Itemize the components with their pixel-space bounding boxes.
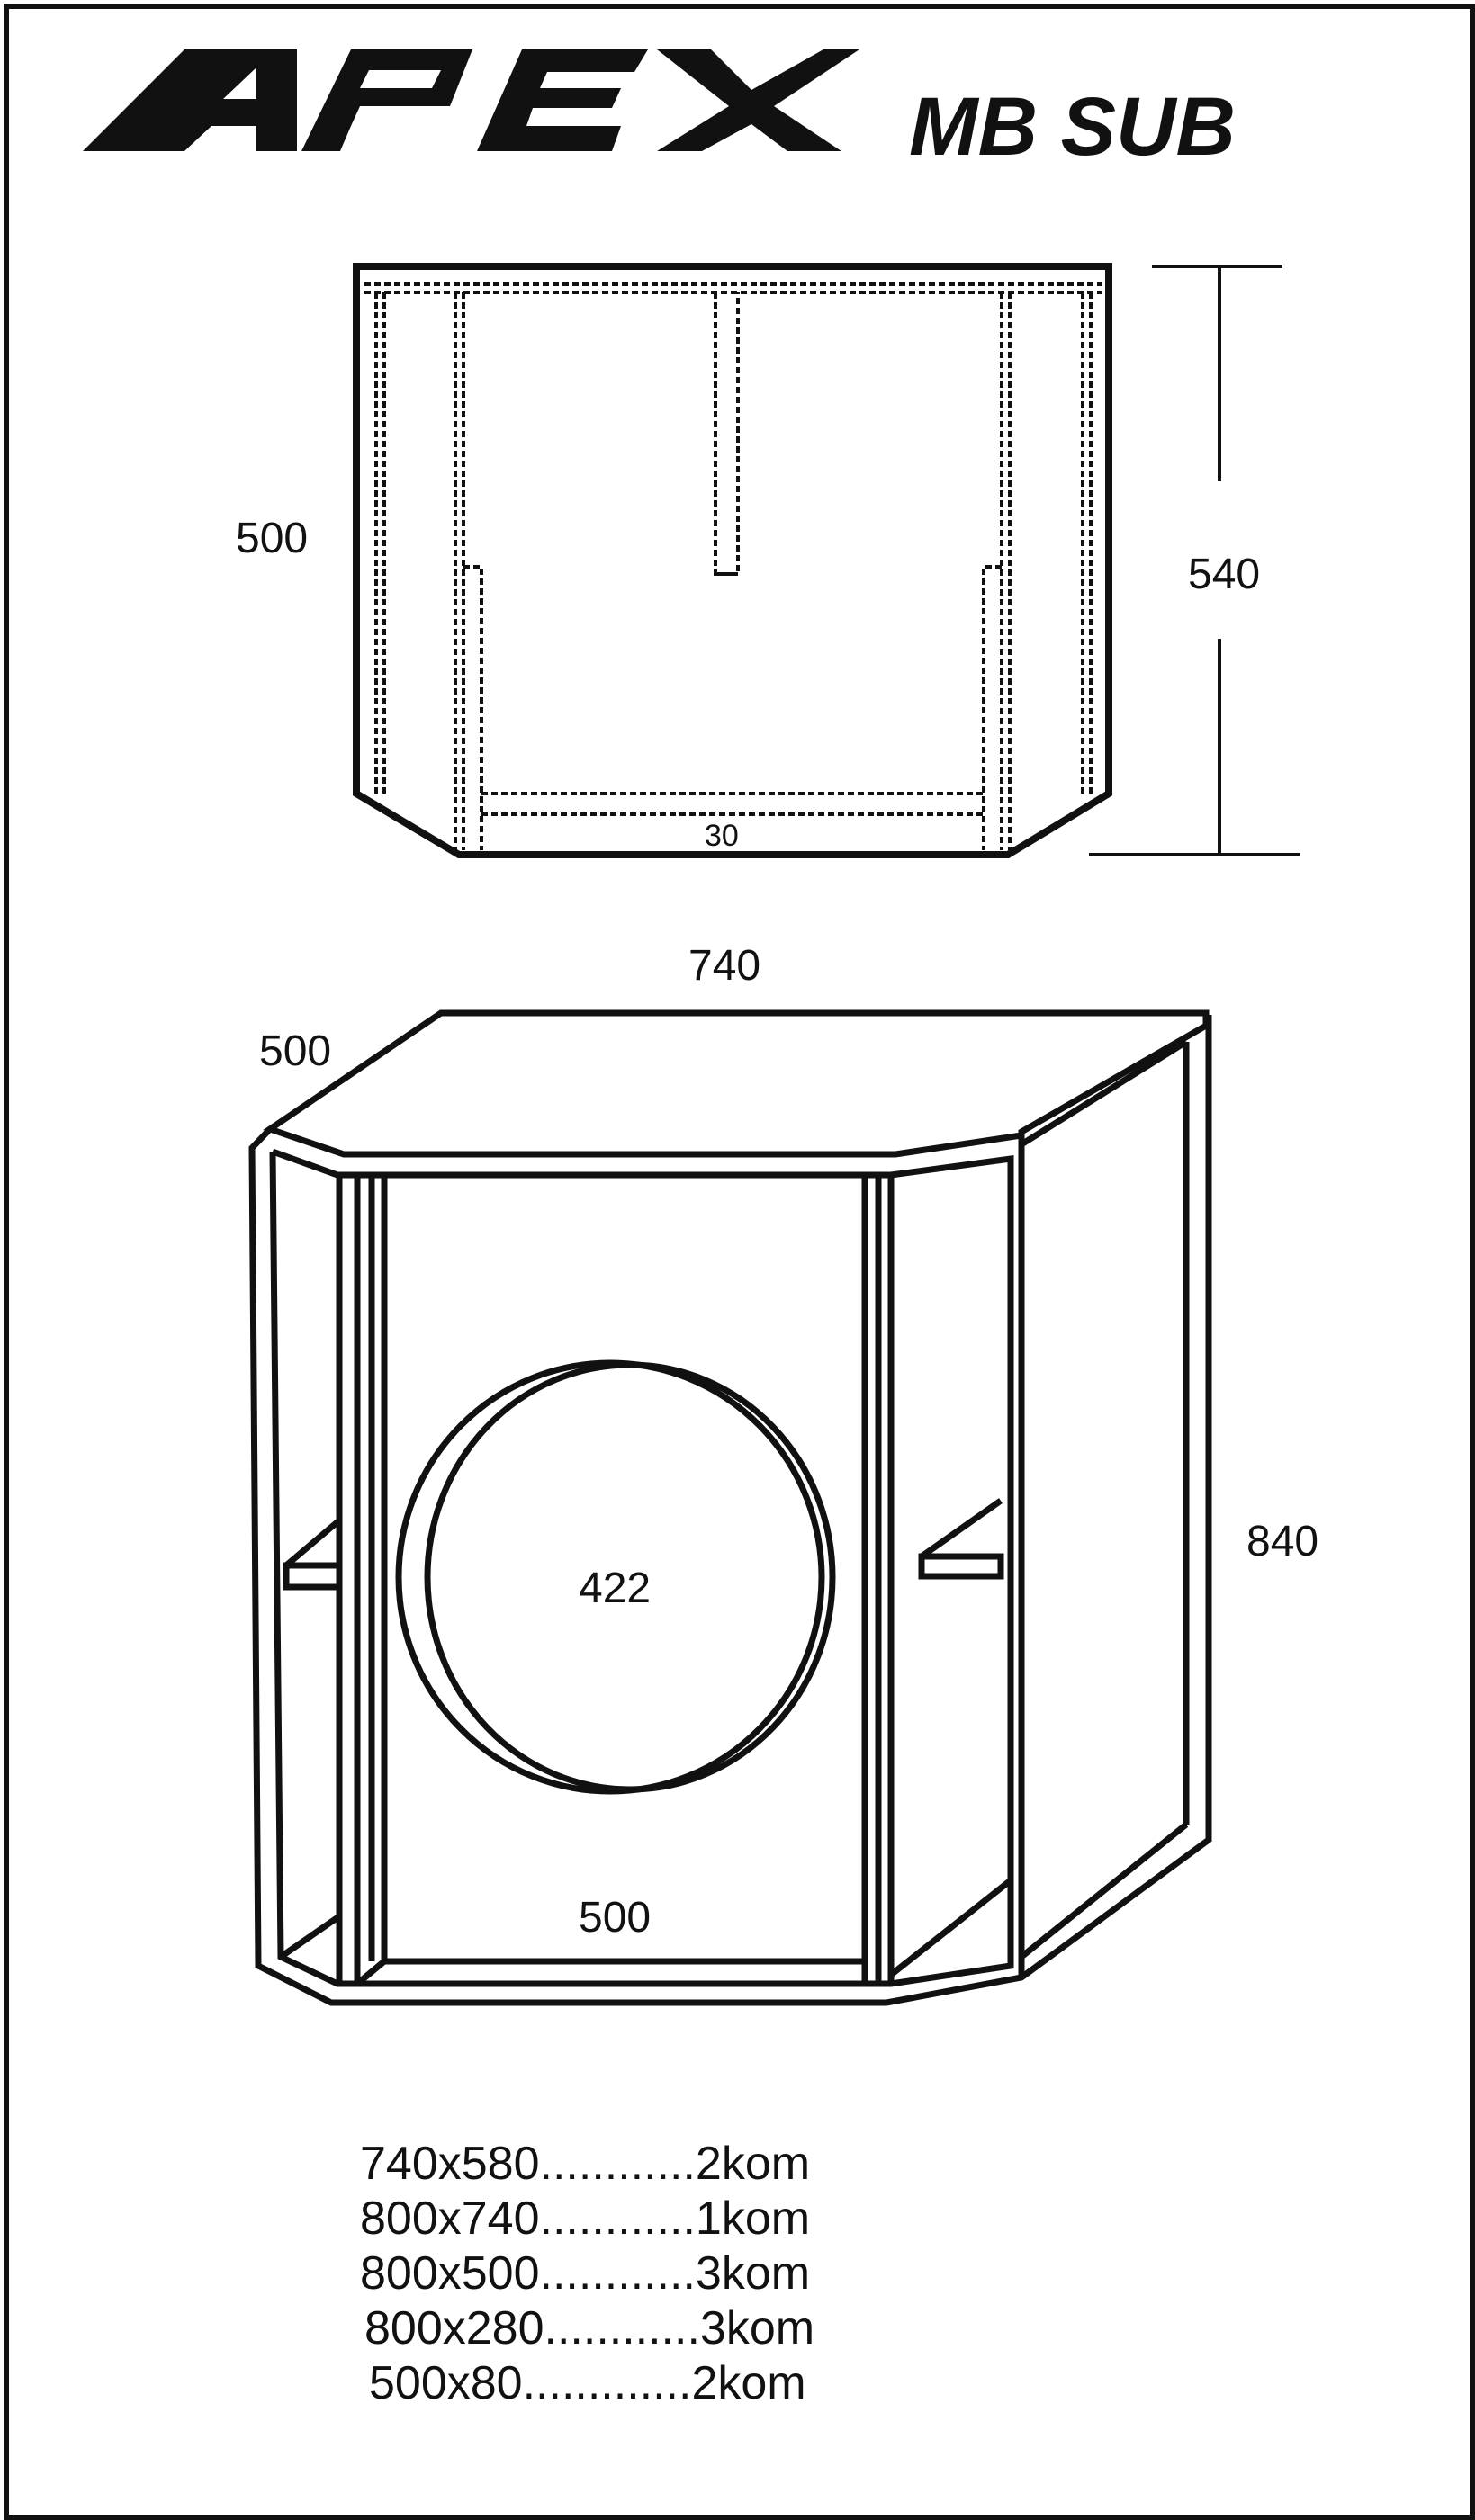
height-label: 840 — [1246, 1518, 1319, 1565]
depth-label: 500 — [259, 1027, 332, 1075]
top-view — [353, 263, 1300, 858]
top-view-outline — [353, 263, 1112, 858]
panel-thickness-label: 30 — [705, 819, 739, 853]
parts-size: 800x280 — [364, 2302, 544, 2354]
model-name: MB SUB — [909, 81, 1236, 173]
drawing-sheet — [4, 4, 1475, 2520]
parts-dots: ............ — [539, 2138, 696, 2190]
port-diameter-label: 422 — [579, 1565, 652, 1612]
parts-size: 800x740 — [360, 2193, 540, 2245]
parts-dots: ............ — [539, 2193, 696, 2245]
parts-qty: 2kom — [691, 2357, 806, 2409]
parts-qty: 3kom — [695, 2247, 811, 2300]
parts-qty: 1kom — [695, 2193, 811, 2245]
width-label: 740 — [688, 942, 761, 990]
total-height-label: 540 — [1188, 551, 1261, 598]
cabinet-top-face — [263, 1009, 1210, 1158]
parts-size: 500x80 — [369, 2357, 523, 2409]
parts-list-row: 800x740............1kom — [360, 2192, 1080, 2246]
parts-size: 740x580 — [360, 2138, 540, 2190]
inner-width-label: 500 — [579, 1894, 652, 1942]
parts-list-row: 740x580............2kom — [360, 2137, 1080, 2192]
parts-qty: 2kom — [695, 2138, 811, 2190]
parts-list-row: 800x500............3kom — [360, 2246, 1080, 2301]
parts-size: 800x500 — [360, 2247, 540, 2300]
apex-logo — [83, 49, 859, 151]
parts-list-row: 500x80.............2kom — [360, 2356, 1080, 2411]
side-height-label: 500 — [236, 515, 309, 562]
height-dimension-line — [1089, 265, 1300, 856]
parts-list-row: 800x280............3kom — [360, 2301, 1080, 2356]
parts-dots: ............ — [544, 2302, 700, 2354]
parts-qty: 3kom — [699, 2302, 815, 2354]
parts-dots: ............ — [539, 2247, 696, 2300]
front-view — [248, 1009, 1212, 2006]
parts-dots: ............. — [522, 2357, 692, 2409]
